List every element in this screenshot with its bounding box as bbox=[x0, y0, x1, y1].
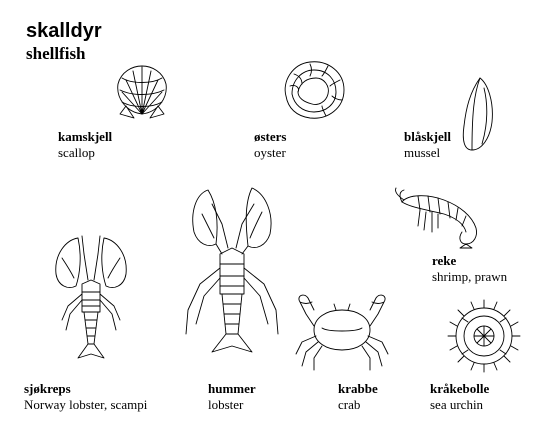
item-norwegian-label: kamskjell bbox=[58, 129, 113, 144]
item-norwegian-label: reke bbox=[432, 253, 457, 268]
page-subtitle: shellfish bbox=[26, 44, 86, 63]
item-english-label: lobster bbox=[208, 397, 244, 412]
item-norwegian-label: hummer bbox=[208, 381, 256, 396]
list-item: hummer lobster bbox=[208, 381, 256, 413]
list-item: østers oyster bbox=[254, 129, 287, 161]
item-english-label: Norway lobster, scampi bbox=[24, 397, 148, 412]
item-english-label: scallop bbox=[58, 145, 95, 160]
item-norwegian-label: sjøkreps bbox=[24, 381, 71, 396]
list-item: kamskjell scallop bbox=[58, 129, 112, 161]
item-english-label: crab bbox=[338, 397, 361, 412]
item-english-label: oyster bbox=[254, 145, 286, 160]
norway-lobster-icon bbox=[55, 235, 127, 359]
list-item: krabbe crab bbox=[338, 381, 378, 413]
scallop-icon bbox=[117, 65, 167, 119]
page-title: skalldyr bbox=[26, 20, 102, 42]
item-norwegian-label: krabbe bbox=[338, 381, 378, 396]
shrimp-icon bbox=[395, 187, 477, 249]
item-norwegian-label: blåskjell bbox=[404, 129, 451, 144]
list-item: reke shrimp, prawn bbox=[432, 253, 507, 285]
crab-icon bbox=[295, 294, 389, 371]
item-norwegian-label: østers bbox=[254, 129, 287, 144]
item-norwegian-label: kråkebolle bbox=[430, 381, 490, 396]
item-english-label: sea urchin bbox=[430, 397, 484, 412]
list-item: sjøkreps Norway lobster, scampi bbox=[24, 381, 147, 413]
item-english-label: shrimp, prawn bbox=[432, 269, 508, 284]
list-item: blåskjell mussel bbox=[404, 129, 451, 161]
sea-urchin-icon bbox=[447, 299, 521, 373]
list-item: kråkebolle sea urchin bbox=[430, 381, 489, 413]
mussel-icon bbox=[462, 77, 493, 151]
item-english-label: mussel bbox=[404, 145, 441, 160]
oyster-icon bbox=[284, 61, 345, 119]
lobster-icon bbox=[185, 187, 279, 353]
